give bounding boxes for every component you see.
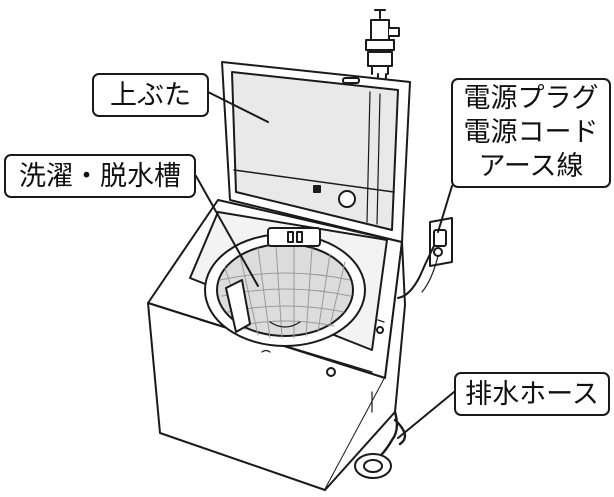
tub-label-text: 洗濯・脱水槽: [19, 161, 181, 192]
washer-lid: [221, 61, 411, 243]
power-plug-label-text: 電源プラグ: [463, 83, 599, 114]
faucet-icon: [365, 9, 400, 75]
drain-hose-label-text: 排水ホース: [465, 379, 599, 410]
leader-lines: [195, 91, 455, 439]
floor-drain-icon: [354, 453, 392, 479]
lid-label: 上ぶた: [92, 73, 209, 117]
power-cord: [397, 245, 435, 299]
lid-label-text: 上ぶた: [110, 80, 191, 111]
power-parts-label: 電源プラグ 電源コード アース線: [451, 78, 611, 188]
drain-hose-label: 排水ホース: [454, 372, 610, 416]
drain-hose: [376, 410, 407, 460]
power-outlet: [429, 217, 453, 267]
tub-label: 洗濯・脱水槽: [4, 154, 196, 198]
ground-wire: [421, 255, 439, 293]
power-cord-label-text: 電源コード: [463, 117, 599, 148]
ground-wire-label-text: アース線: [478, 151, 584, 182]
